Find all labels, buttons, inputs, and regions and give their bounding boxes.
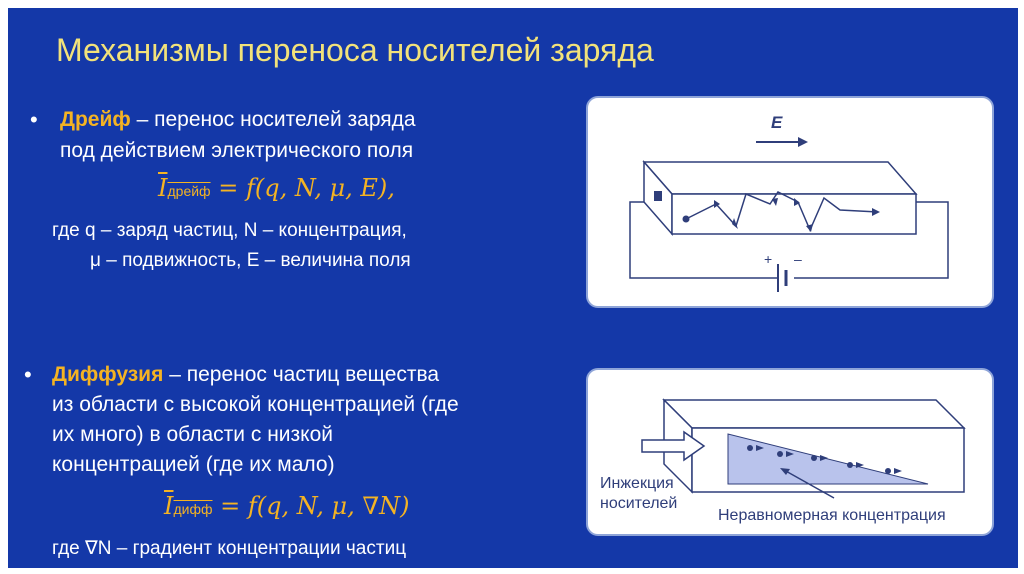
injection-arrow: [641, 430, 706, 462]
drift-note-line2: μ – подвижность, E – величина поля: [90, 250, 411, 271]
particle-arrow: [786, 451, 794, 457]
particle: [747, 445, 753, 451]
pointer-line: [783, 469, 835, 499]
path-arrow-4: [794, 198, 800, 206]
field-label: E: [771, 113, 783, 132]
path-arrow-2: [732, 218, 738, 229]
bar-top-face: [642, 161, 918, 195]
drift-diagram: E + –: [629, 113, 949, 292]
diffusion-definition-line2: из области с высокой концентрацией (где: [52, 393, 459, 416]
drift-bullet: • Дрейф – перенос носителей заряда под д…: [30, 104, 580, 166]
particle: [777, 451, 783, 457]
bullet-dot: •: [30, 107, 38, 132]
diffusion-term: Диффузия: [52, 363, 164, 386]
slide-title: Механизмы переноса носителей заряда: [56, 32, 654, 68]
particle: [885, 468, 891, 474]
particle: [847, 462, 853, 468]
drift-note: где q – заряд частиц, N – концентрация, …: [52, 216, 522, 276]
slide: Механизмы переноса носителей заряда • Др…: [8, 8, 1018, 568]
drift-definition-line2: под действием электрического поля: [60, 139, 414, 162]
bullet-dot: •: [24, 362, 32, 387]
diffusion-formula: Iдифф = f(q, N, μ, ∇N): [164, 492, 409, 520]
particle-arrow: [856, 462, 864, 468]
circuit-wire-left: [629, 201, 778, 279]
nonuniform-label: Неравномерная концентрация: [718, 507, 946, 524]
injection-label-line2: носителей: [600, 495, 678, 512]
drift-formula-rhs: = f(q, N, μ, E),: [218, 174, 395, 202]
battery-plus-label: +: [764, 251, 772, 267]
drift-formula-sub: дрейф: [167, 183, 211, 199]
battery-minus-label: –: [794, 251, 802, 267]
drift-note-line1: где q – заряд частиц, N – концентрация,: [52, 220, 407, 241]
pointer-arrowhead: [780, 468, 790, 475]
path-arrow-5: [806, 224, 813, 232]
drift-definition-line1: – перенос носителей заряда: [136, 108, 416, 131]
field-arrowhead: [798, 137, 808, 147]
diffusion-formula-lhs: I: [164, 492, 174, 520]
drift-term: Дрейф: [60, 108, 131, 131]
diffusion-note: где ∇N – градиент концентрации частиц: [52, 538, 407, 559]
diffusion-definition-line3: их много) в области с низкой: [52, 423, 333, 446]
path-arrow-3: [772, 198, 778, 206]
circuit-wire-right: [794, 201, 949, 279]
diffusion-diagram: [641, 398, 966, 499]
diffusion-bullet: • Диффузия – перенос частиц вещества из …: [24, 360, 572, 480]
bar-top-face: [662, 399, 966, 429]
drift-formula-lhs: I: [158, 174, 168, 202]
particle-arrow: [756, 445, 764, 451]
diffusion-diagram-panel: Инжекция носителей Неравномерная концент…: [586, 368, 994, 536]
contact-pad: [654, 191, 662, 201]
particle-path: [685, 191, 879, 232]
concentration-wedge: [727, 433, 929, 485]
path-arrow-6: [872, 208, 880, 216]
particle-arrow: [894, 468, 902, 474]
diffusion-formula-sub: дифф: [173, 501, 213, 517]
diffusion-formula-rhs: = f(q, N, μ, ∇N): [220, 492, 410, 520]
injection-label: Инжекция носителей: [600, 474, 677, 514]
particle: [811, 455, 817, 461]
diffusion-definition-line1: – перенос частиц вещества: [169, 363, 440, 386]
path-arrow-1: [714, 200, 720, 208]
particle-arrow: [820, 455, 828, 461]
diffusion-definition-line4: концентрацией (где их мало): [52, 453, 335, 476]
drift-formula: Iдрейф = f(q, N, μ, E),: [158, 174, 395, 202]
injection-label-line1: Инжекция: [600, 475, 674, 492]
drift-diagram-panel: E + –: [586, 96, 994, 308]
